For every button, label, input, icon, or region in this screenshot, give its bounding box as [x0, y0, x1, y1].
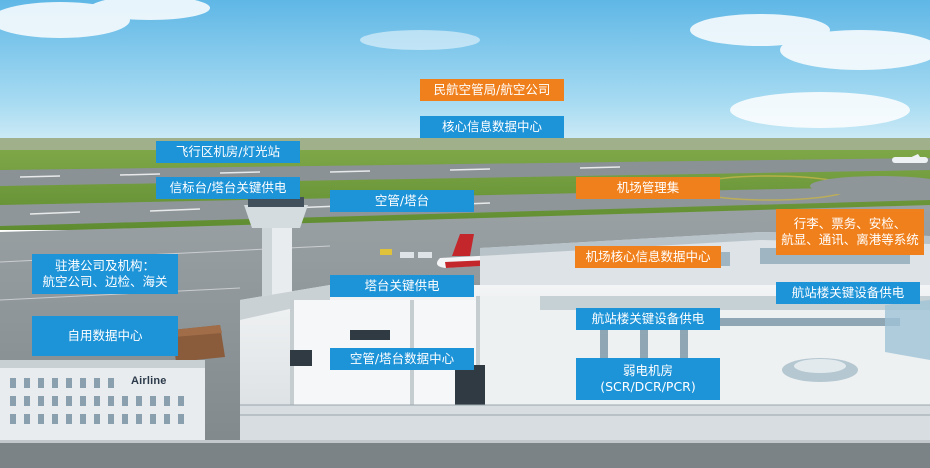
label-own-dc: 自用数据中心: [32, 316, 178, 356]
airline-office-building: [0, 360, 205, 440]
label-terminal-power-center: 航站楼关键设备供电: [576, 308, 720, 330]
label-baggage-systems: 行李、票务、安检、 航显、通讯、离港等系统: [776, 209, 924, 255]
distant-airplane: [892, 154, 928, 163]
label-core-data-center: 核心信息数据中心: [420, 116, 564, 138]
label-terminal-power-right: 航站楼关键设备供电: [776, 282, 920, 304]
label-caac: 民航空管局/航空公司: [420, 79, 564, 101]
label-resident-agencies: 驻港公司及机构： 航空公司、边检、海关: [32, 254, 178, 294]
label-atc-data-center: 空管/塔台数据中心: [330, 348, 474, 370]
label-atc-tower: 空管/塔台: [330, 190, 474, 212]
foreground-road: [0, 440, 930, 468]
clouds: [0, 0, 930, 128]
label-resident-line2: 航空公司、边检、海关: [42, 274, 168, 289]
building-sign-text: Airline: [131, 375, 167, 387]
label-airport-core-dc: 机场核心信息数据中心: [575, 246, 721, 268]
label-airfield-room: 飞行区机房/灯光站: [156, 141, 300, 163]
label-airport-mgmt: 机场管理集: [576, 177, 720, 199]
label-weak-room-line1: 弱电机房: [622, 363, 673, 378]
label-resident-line1: 驻港公司及机构：: [54, 258, 155, 273]
label-weak-room-line2: (SCR/DCR/PCR): [600, 379, 696, 394]
itc-building: [172, 325, 225, 362]
label-tower-power: 塔台关键供电: [330, 275, 474, 297]
label-weak-current-room: 弱电机房 (SCR/DCR/PCR): [576, 358, 720, 400]
label-baggage-systems-line2: 航显、通讯、离港等系统: [781, 232, 919, 247]
label-beacon-power: 信标台/塔台关键供电: [156, 177, 300, 199]
label-baggage-systems-line1: 行李、票务、安检、: [793, 216, 907, 231]
